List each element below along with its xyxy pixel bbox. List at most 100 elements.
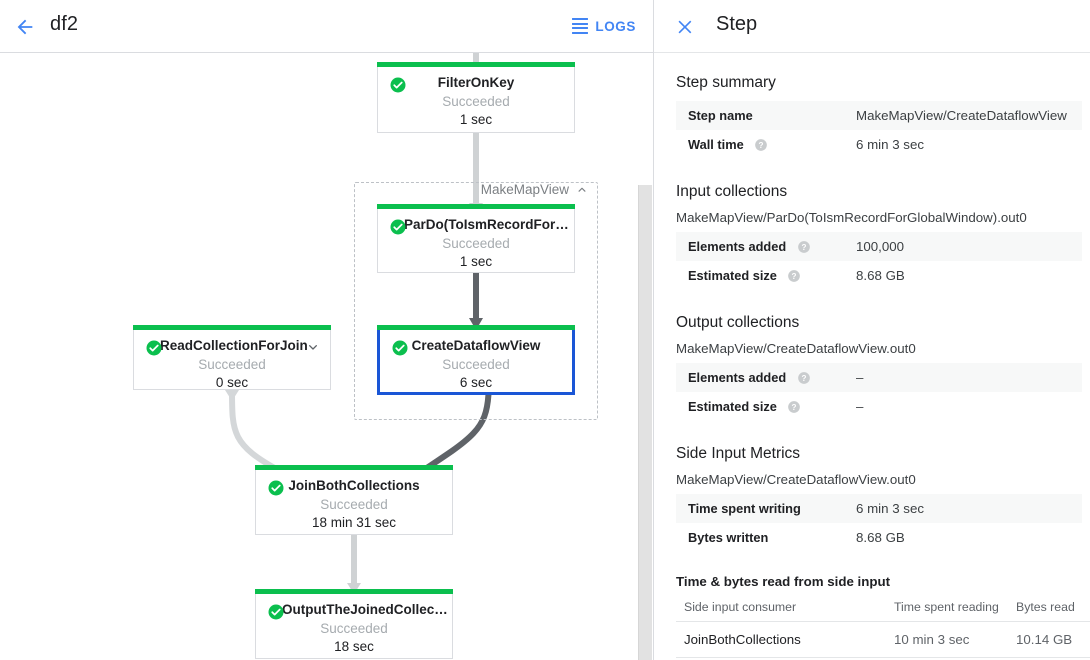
column-header-bytes-read: Bytes read: [1008, 595, 1090, 622]
row-key: Estimated size ?: [676, 261, 844, 290]
graph-scrollbar-thumb[interactable]: [638, 185, 652, 660]
arrow-left-icon[interactable]: [10, 12, 40, 42]
cell-time-spent-reading: 10 min 3 sec: [886, 621, 1008, 658]
graph-node-readcollectionforjoin[interactable]: ReadCollectionForJoin Succeeded 0 sec: [133, 325, 331, 390]
help-icon[interactable]: ?: [797, 240, 811, 254]
node-status-bar: [377, 204, 575, 209]
row-key: Elements added ?: [676, 363, 844, 392]
node-status: Succeeded: [442, 94, 510, 109]
node-title: FilterOnKey: [437, 75, 515, 90]
help-icon[interactable]: ?: [787, 269, 801, 283]
node-body: ParDo(ToIsmRecordFor… Succeeded 1 sec: [378, 209, 574, 269]
check-circle-icon: [145, 339, 163, 357]
graph-scrollbar[interactable]: [638, 53, 652, 660]
node-title: OutputTheJoinedCollec…: [282, 602, 448, 617]
step-summary-table: Step name MakeMapView/CreateDataflowView…: [676, 101, 1082, 159]
panel-title: Step: [716, 13, 758, 35]
check-circle-icon: [391, 339, 409, 357]
row-key: Elements added ?: [676, 232, 844, 261]
row-value: –: [856, 370, 864, 385]
check-circle-icon: [267, 603, 285, 621]
graph-node-filteronkey[interactable]: FilterOnKey Succeeded 1 sec: [377, 62, 575, 133]
svg-text:?: ?: [801, 374, 806, 383]
row-value: 8.68 GB: [856, 268, 905, 283]
help-icon[interactable]: ?: [787, 400, 801, 414]
node-status: Succeeded: [320, 497, 388, 512]
node-status-bar: [255, 465, 453, 470]
node-time: 6 sec: [459, 375, 493, 390]
row-key: Step name: [676, 101, 844, 130]
table-row: Elements added ? 100,000: [676, 232, 1082, 261]
graph-node-joinbothcollections[interactable]: JoinBothCollections Succeeded 18 min 31 …: [255, 465, 453, 535]
close-icon[interactable]: [670, 13, 698, 41]
logs-button-label: LOGS: [595, 18, 636, 34]
side-input-consumers-table: Side input consumer Time spent reading B…: [676, 595, 1090, 658]
row-value: 100,000: [856, 239, 905, 254]
cell-side-input-consumer: JoinBothCollections: [676, 621, 886, 658]
section-heading-step-summary: Step summary: [676, 74, 776, 91]
node-body: CreateDataflowView Succeeded 6 sec: [380, 330, 572, 390]
row-key-text: Wall time: [688, 137, 744, 152]
output-collections-table: Elements added ? – Estimated size: [676, 363, 1082, 421]
side-input-metrics-table: Time spent writing 6 min 3 sec Bytes wri…: [676, 494, 1082, 552]
svg-text:?: ?: [792, 272, 797, 281]
svg-text:?: ?: [792, 403, 797, 412]
group-label-makemapview[interactable]: MakeMapView: [481, 182, 589, 197]
node-body: ReadCollectionForJoin Succeeded 0 sec: [134, 330, 330, 390]
node-time: 1 sec: [459, 112, 493, 127]
section-heading-output-collections: Output collections: [676, 314, 800, 331]
check-circle-icon: [389, 218, 407, 236]
node-status: Succeeded: [198, 357, 266, 372]
row-key: Wall time ?: [676, 130, 844, 159]
panel-header: Step: [654, 0, 1090, 53]
job-graph-pane: df2 LOGS: [0, 12, 654, 660]
node-title: CreateDataflowView: [411, 338, 541, 353]
chevron-up-icon[interactable]: [575, 183, 589, 197]
check-circle-icon: [389, 76, 407, 94]
table-row: Estimated size ? –: [676, 392, 1082, 421]
node-status: Succeeded: [442, 236, 510, 251]
node-status-bar: [133, 325, 331, 330]
panel-body: Step summary Step name MakeMapView/Creat…: [654, 53, 1090, 660]
chevron-down-icon[interactable]: [305, 339, 321, 355]
table-row: Elements added ? –: [676, 363, 1082, 392]
graph-node-createdataflowview[interactable]: CreateDataflowView Succeeded 6 sec: [377, 325, 575, 395]
page-title: df2: [50, 13, 79, 35]
check-circle-icon: [267, 479, 285, 497]
table-header-row: Side input consumer Time spent reading B…: [676, 595, 1090, 622]
row-value: 6 min 3 sec: [856, 137, 924, 152]
input-collections-table: Elements added ? 100,000 Estimated size: [676, 232, 1082, 290]
node-status: Succeeded: [320, 621, 388, 636]
node-body: JoinBothCollections Succeeded 18 min 31 …: [256, 470, 452, 530]
table-row: Time spent writing 6 min 3 sec: [676, 494, 1082, 523]
row-key-text: Elements added: [688, 370, 787, 385]
side-input-table-title: Time & bytes read from side input: [676, 574, 891, 589]
node-title: JoinBothCollections: [288, 478, 420, 493]
graph-canvas[interactable]: MakeMapView FilterOnKey Succee: [0, 53, 654, 660]
graph-node-outputthejoinedcollection[interactable]: OutputTheJoinedCollec… Succeeded 18 sec: [255, 589, 453, 659]
node-body: FilterOnKey Succeeded 1 sec: [378, 67, 574, 127]
section-heading-input-collections: Input collections: [676, 183, 788, 200]
table-row: Estimated size ? 8.68 GB: [676, 261, 1082, 290]
node-status-bar: [377, 325, 575, 330]
logs-button[interactable]: LOGS: [572, 12, 636, 40]
row-value: 8.68 GB: [856, 530, 905, 545]
help-icon[interactable]: ?: [797, 371, 811, 385]
node-title: ReadCollectionForJoin: [160, 338, 308, 353]
column-header-side-input-consumer: Side input consumer: [676, 595, 886, 622]
row-key-text: Step name: [688, 108, 753, 123]
graph-node-pardo-toismrecord[interactable]: ParDo(ToIsmRecordFor… Succeeded 1 sec: [377, 204, 575, 273]
side-input-collection-name: MakeMapView/CreateDataflowView.out0: [676, 472, 916, 487]
row-value: MakeMapView/CreateDataflowView: [856, 108, 1067, 123]
input-collection-name: MakeMapView/ParDo(ToIsmRecordForGlobalWi…: [676, 210, 1027, 225]
row-key: Estimated size ?: [676, 392, 844, 421]
help-icon[interactable]: ?: [754, 138, 768, 152]
node-status-bar: [377, 62, 575, 67]
node-body: OutputTheJoinedCollec… Succeeded 18 sec: [256, 594, 452, 654]
row-key-text: Estimated size: [688, 399, 777, 414]
node-time: 18 min 31 sec: [311, 515, 397, 530]
group-box-makemapview[interactable]: MakeMapView: [354, 182, 598, 420]
row-key: Time spent writing: [688, 501, 801, 516]
node-time: 18 sec: [334, 639, 374, 654]
